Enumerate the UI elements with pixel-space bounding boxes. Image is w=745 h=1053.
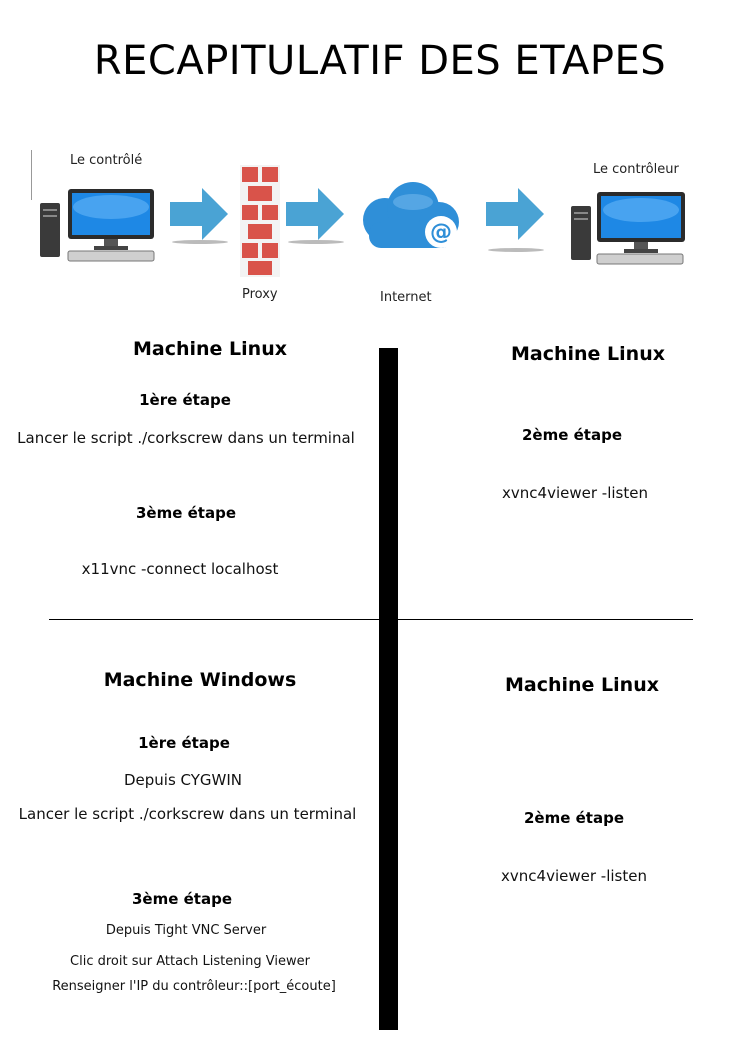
arrow-right-icon bbox=[286, 188, 346, 244]
page-title: RECAPITULATIF DES ETAPES bbox=[93, 38, 667, 84]
top-left-step1-text: Lancer le script ./corkscrew dans un ter… bbox=[17, 429, 355, 447]
top-left-heading: Machine Linux bbox=[133, 338, 287, 360]
desktop-computer-icon bbox=[569, 192, 689, 272]
top-right-step2: 2ème étape bbox=[521, 426, 622, 444]
cloud-email-icon: @ bbox=[355, 178, 463, 258]
top-right-heading: Machine Linux bbox=[511, 343, 665, 365]
bottom-left-step1-line1: Depuis CYGWIN bbox=[123, 771, 243, 789]
bottom-left-step3-line3: Renseigner l'IP du contrôleur::[port_éco… bbox=[52, 979, 336, 994]
bottom-right-step2-text: xvnc4viewer -listen bbox=[501, 867, 647, 885]
top-left-step1: 1ère étape bbox=[139, 391, 231, 409]
top-left-step3: 3ème étape bbox=[135, 504, 236, 522]
bottom-left-heading: Machine Windows bbox=[103, 669, 297, 691]
bottom-left-step3-line2: Clic droit sur Attach Listening Viewer bbox=[70, 954, 310, 969]
proxy-label: Proxy bbox=[242, 287, 278, 302]
horizontal-divider bbox=[49, 619, 693, 620]
vertical-divider bbox=[379, 348, 398, 1030]
bottom-left-step3: 3ème étape bbox=[131, 890, 232, 908]
arrow-right-icon bbox=[486, 188, 546, 252]
bottom-left-step1: 1ère étape bbox=[138, 734, 230, 752]
top-right-step2-text: xvnc4viewer -listen bbox=[502, 484, 648, 502]
bottom-right-heading: Machine Linux bbox=[505, 674, 659, 696]
bottom-left-step3-line1: Depuis Tight VNC Server bbox=[105, 923, 267, 938]
bottom-left-step1-line2: Lancer le script ./corkscrew dans un ter… bbox=[18, 805, 357, 823]
svg-text:@: @ bbox=[430, 220, 452, 245]
network-diagram: Le contrôlé bbox=[0, 140, 745, 315]
top-left-step3-text: x11vnc -connect localhost bbox=[81, 560, 279, 578]
bottom-right-step2: 2ème étape bbox=[523, 809, 624, 827]
desktop-computer-icon bbox=[38, 185, 158, 265]
controlled-label: Le contrôlé bbox=[70, 153, 143, 168]
arrow-right-icon bbox=[170, 188, 230, 244]
internet-label: Internet bbox=[380, 290, 432, 305]
controller-label: Le contrôleur bbox=[593, 162, 679, 177]
firewall-icon bbox=[240, 165, 280, 277]
